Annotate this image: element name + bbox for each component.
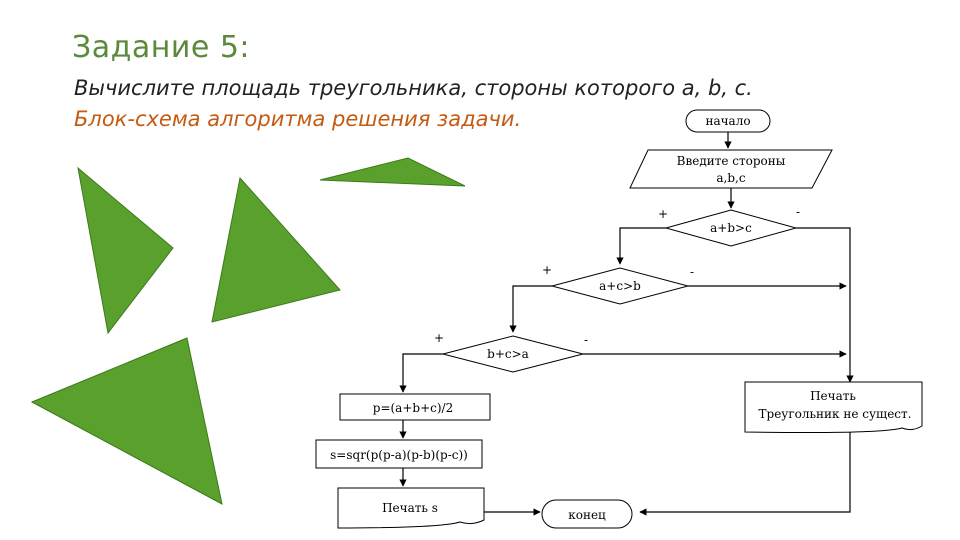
print-no-line2: Треугольник не сущест. [759, 407, 912, 421]
condition-3-no: - [584, 333, 588, 347]
green-triangle-4 [30, 337, 223, 505]
task-text: Вычислите площадь треугольника, стороны … [74, 76, 753, 100]
print-s-block [337, 487, 485, 529]
condition-1-no: - [796, 205, 800, 219]
calc-s-block [315, 439, 483, 469]
start-label: начало [705, 114, 750, 128]
input-block [629, 149, 833, 189]
calc-p-label: p=(a+b+c)/2 [373, 401, 453, 415]
slide-title: Задание 5: [72, 30, 251, 65]
end-label: конец [568, 508, 606, 522]
condition-2-no: - [690, 265, 694, 279]
condition-1-label: a+b>c [710, 221, 752, 235]
condition-2-label: a+c>b [599, 279, 641, 293]
green-triangle-1 [77, 166, 174, 335]
print-no-triangle-block [744, 381, 923, 433]
subtitle-text: Блок-схема алгоритма решения задачи. [74, 107, 522, 131]
green-triangle-3 [319, 157, 466, 187]
calc-s-label: s=sqr(p(p-a)(p-b)(p-c)) [330, 448, 468, 462]
calc-p-block [339, 393, 491, 421]
print-s-label: Печать s [382, 501, 438, 515]
green-triangle-2 [211, 176, 341, 323]
end-terminator [541, 499, 633, 529]
condition-3-label: b+c>a [487, 347, 529, 361]
input-label-line1: Введите стороны [677, 154, 786, 168]
print-no-line1: Печать [810, 389, 856, 403]
condition-1-yes: + [658, 207, 668, 221]
condition-3-yes: + [434, 331, 444, 345]
condition-2-yes: + [542, 263, 552, 277]
input-label-line2: a,b,c [716, 171, 745, 185]
